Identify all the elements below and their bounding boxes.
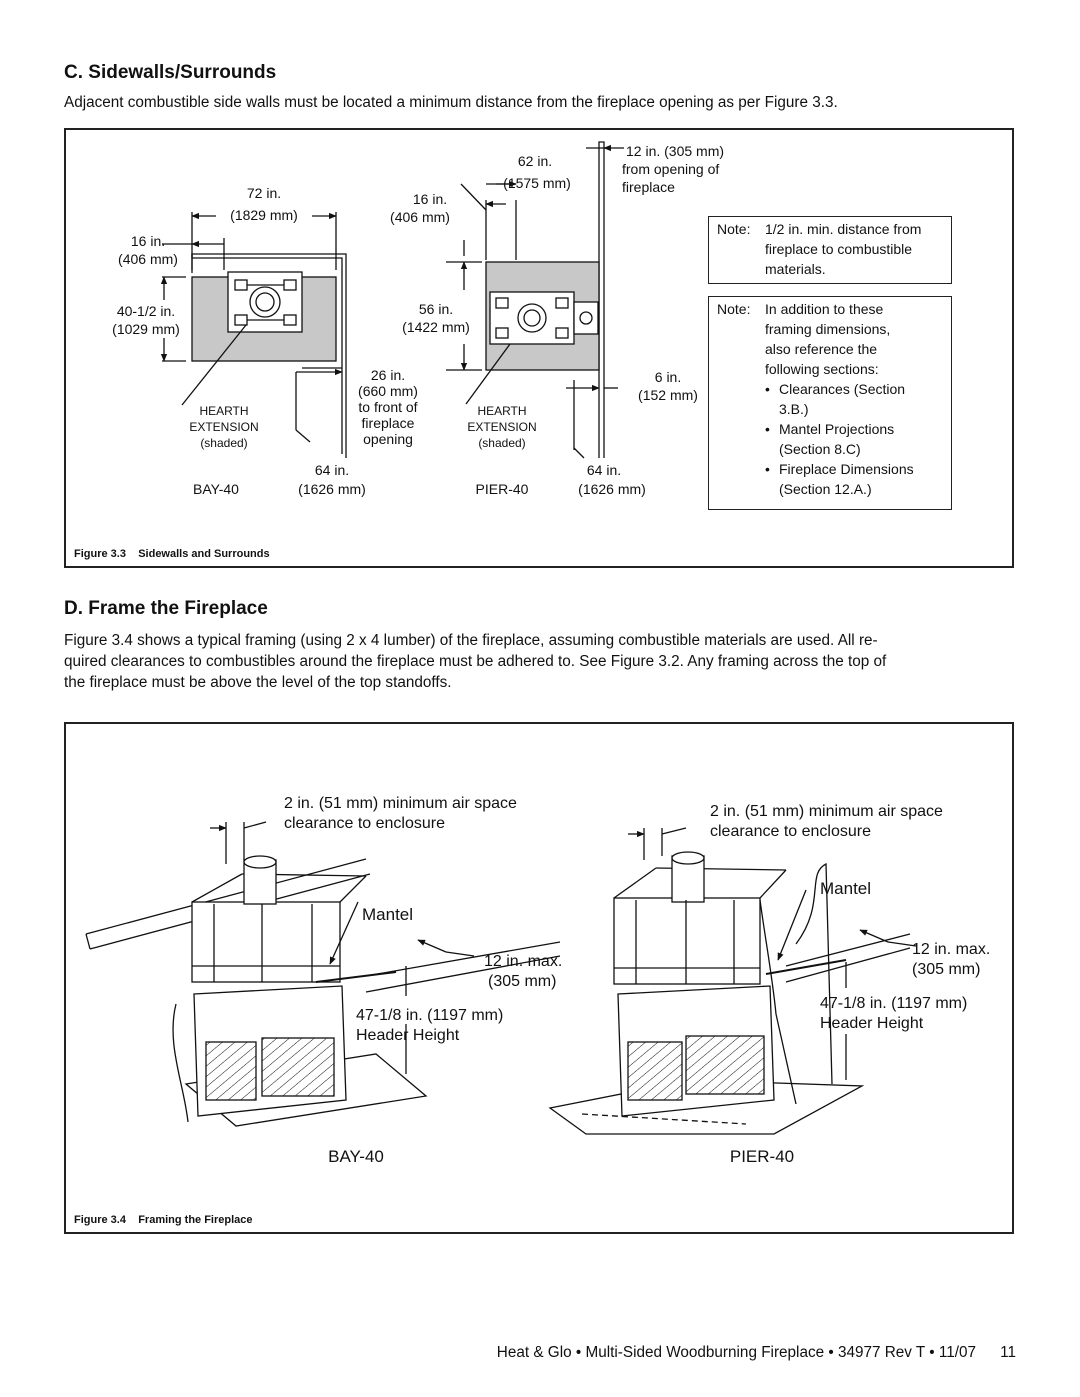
note1-label: Note: xyxy=(717,221,751,237)
pier-max-2: (305 mm) xyxy=(912,961,980,978)
note2-line4: following sections: xyxy=(765,361,879,377)
bay-dim-72: 72 in. xyxy=(247,185,281,201)
bay-dim-26-note2: fireplace xyxy=(362,415,415,431)
section-d-heading: D. Frame the Fireplace xyxy=(64,598,268,619)
pier-dim-16-mm: (406 mm) xyxy=(390,209,450,225)
bay-dim-26: 26 in. xyxy=(371,367,405,383)
pier-hearth-1: HEARTH xyxy=(477,404,526,418)
bay-dim-26-note3: opening xyxy=(363,431,413,447)
bay-dim-72-mm: (1829 mm) xyxy=(230,207,298,223)
note2-line3: also reference the xyxy=(765,341,878,357)
bay-dim-26-mm: (660 mm) xyxy=(358,383,418,399)
pier-dim-12-line2: from opening of xyxy=(622,161,719,177)
bay-figure-label: BAY-40 xyxy=(328,1147,384,1166)
pier-dim-6-mm: (152 mm) xyxy=(638,387,698,403)
pier-air-space-2: clearance to enclosure xyxy=(710,823,871,840)
pier-hearth-2: EXTENSION xyxy=(467,420,536,434)
bay-label: BAY-40 xyxy=(193,481,239,497)
bay-mantel-label: Mantel xyxy=(362,905,413,924)
figure-3-3-caption: Figure 3.3 Sidewalls and Surrounds xyxy=(74,548,270,560)
bay-dim-26-note1: to front of xyxy=(358,399,417,415)
pier-figure-label: PIER-40 xyxy=(730,1147,794,1166)
bay-hearth-1: HEARTH xyxy=(199,404,248,418)
pier-dim-64: 64 in. xyxy=(587,462,621,478)
bay-dim-16: 16 in. xyxy=(131,233,165,249)
note1-line3: materials. xyxy=(765,261,826,277)
pier-dim-16: 16 in. xyxy=(413,191,447,207)
pier-dim-62: 62 in. xyxy=(518,153,552,169)
note2-label: Note: xyxy=(717,301,751,317)
pier-dim-62-mm: (1575 mm) xyxy=(503,175,571,191)
bay-header-height-1: 47-1/8 in. (1197 mm) xyxy=(356,1007,503,1024)
section-d-paragraph: Figure 3.4 shows a typical framing (usin… xyxy=(64,632,887,691)
bay-hearth-2: EXTENSION xyxy=(189,420,258,434)
pier-hearth-3: (shaded) xyxy=(478,436,525,450)
note1-line2: fireplace to combustible xyxy=(765,241,913,257)
note2-item: Mantel Projections(Section 8.C) xyxy=(765,419,945,459)
bay-dim-64-mm: (1626 mm) xyxy=(298,481,366,497)
bay-dim-40-mm: (1029 mm) xyxy=(112,321,180,337)
pier-dim-64-mm: (1626 mm) xyxy=(578,481,646,497)
bay-air-space-1: 2 in. (51 mm) minimum air space xyxy=(284,795,517,812)
figure-3-4-caption: Figure 3.4 Framing the Fireplace xyxy=(74,1214,253,1226)
pier-dim-56-mm: (1422 mm) xyxy=(402,319,470,335)
pier-dim-12: 12 in. (305 mm) xyxy=(626,143,724,159)
bay-max-1: 12 in. max. xyxy=(484,953,562,970)
bay-dim-16-mm: (406 mm) xyxy=(118,251,178,267)
pier-header-height-1: 47-1/8 in. (1197 mm) xyxy=(820,995,967,1012)
figure-3-3: 72 in. (1829 mm) 16 in. (406 mm) 40-1/2 … xyxy=(64,128,1014,568)
bay-header-height-2: Header Height xyxy=(356,1027,460,1044)
pier-dim-12-line3: fireplace xyxy=(622,179,675,195)
pier-max-1: 12 in. max. xyxy=(912,941,990,958)
bay-max-2: (305 mm) xyxy=(488,973,556,990)
footer-text: Heat & Glo • Multi-Sided Woodburning Fir… xyxy=(496,1344,976,1361)
pier-label: PIER-40 xyxy=(476,481,529,497)
pier-mantel-label: Mantel xyxy=(820,879,871,898)
section-c-heading: C. Sidewalls/Surrounds xyxy=(64,62,277,83)
pier-dim-56: 56 in. xyxy=(419,301,453,317)
figure-3-4: 2 in. (51 mm) minimum air space clearanc… xyxy=(64,722,1014,1234)
note-references: Note: In addition to these framing dimens… xyxy=(708,296,952,510)
bay-air-space-2: clearance to enclosure xyxy=(284,815,445,832)
pier-dim-6: 6 in. xyxy=(655,369,681,385)
bay-dim-64: 64 in. xyxy=(315,462,349,478)
pier-air-space-1: 2 in. (51 mm) minimum air space xyxy=(710,803,943,820)
framing-diagram: 2 in. (51 mm) minimum air space clearanc… xyxy=(85,795,990,1166)
note1-line1: 1/2 in. min. distance from xyxy=(765,221,922,237)
section-c-paragraph: Adjacent combustible side walls must be … xyxy=(64,94,838,111)
note2-line2: framing dimensions, xyxy=(765,321,891,337)
note2-item: Fireplace Dimensions(Section 12.A.) xyxy=(765,459,945,499)
note-min-distance: Note: 1/2 in. min. distance from fireplac… xyxy=(708,216,952,284)
note2-line1: In addition to these xyxy=(765,301,884,317)
bay-dim-40: 40-1/2 in. xyxy=(117,303,175,319)
bay-hearth-3: (shaded) xyxy=(200,436,247,450)
page-number: 11 xyxy=(1000,1344,1016,1361)
pier-header-height-2: Header Height xyxy=(820,1015,924,1032)
sidewalls-diagram: 72 in. (1829 mm) 16 in. (406 mm) 40-1/2 … xyxy=(112,141,724,497)
